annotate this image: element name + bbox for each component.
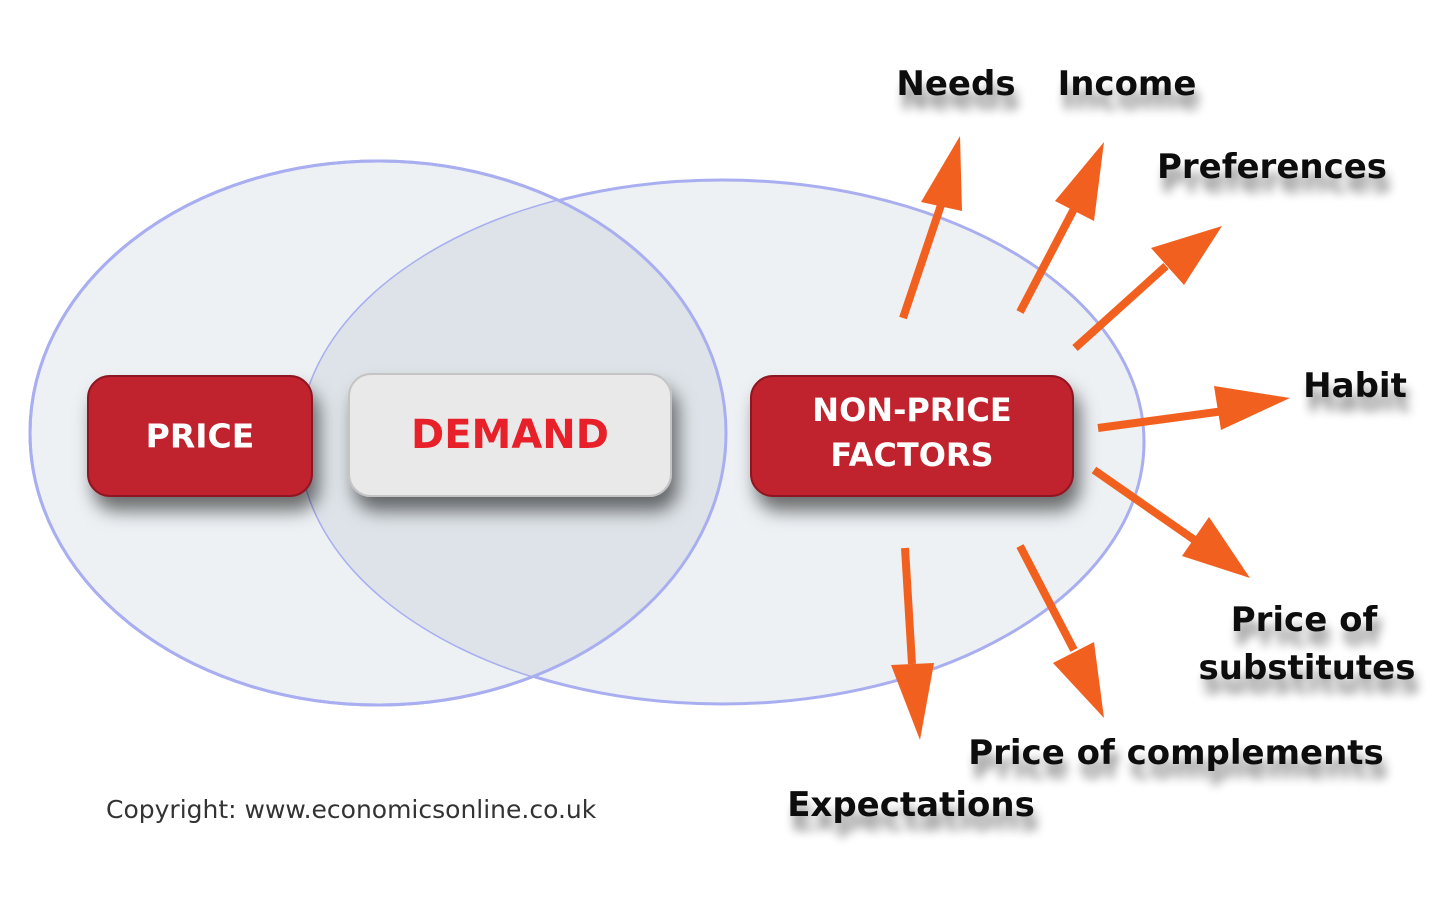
arrows [891,136,1290,740]
factor-labels: Needs Income Preferences Habit Price of … [787,64,1415,825]
needs-label: Needs [896,64,1015,104]
non-price-factors-box: NON-PRICE FACTORS [750,375,1074,497]
income-label: Income [1058,64,1197,104]
copyright-text: Copyright: www.economicsonline.co.uk [106,795,597,824]
arrow-habit [1097,386,1290,432]
non-price-label-line1: NON-PRICE [812,391,1011,429]
arrow-complements [1016,544,1104,718]
substitutes-label-line2: substitutes [1199,648,1416,688]
non-price-label-line2: FACTORS [830,436,993,474]
arrow-preferences [1072,226,1222,351]
arrow-needs [899,136,962,320]
arrow-substitutes [1091,466,1250,578]
expectations-label: Expectations [787,785,1035,825]
preferences-label: Preferences [1157,147,1387,187]
price-ellipse-outline [28,159,728,707]
demand-box: DEMAND [348,373,672,497]
arrow-income [1016,142,1104,314]
price-label: PRICE [146,417,255,456]
habit-label: Habit [1303,366,1407,406]
arrow-expectations [891,547,934,740]
ellipse-overlap [300,180,726,704]
demand-label: DEMAND [411,412,609,458]
complements-label: Price of complements [968,733,1384,773]
substitutes-label-line1: Price of [1231,600,1379,640]
price-box: PRICE [87,375,313,497]
